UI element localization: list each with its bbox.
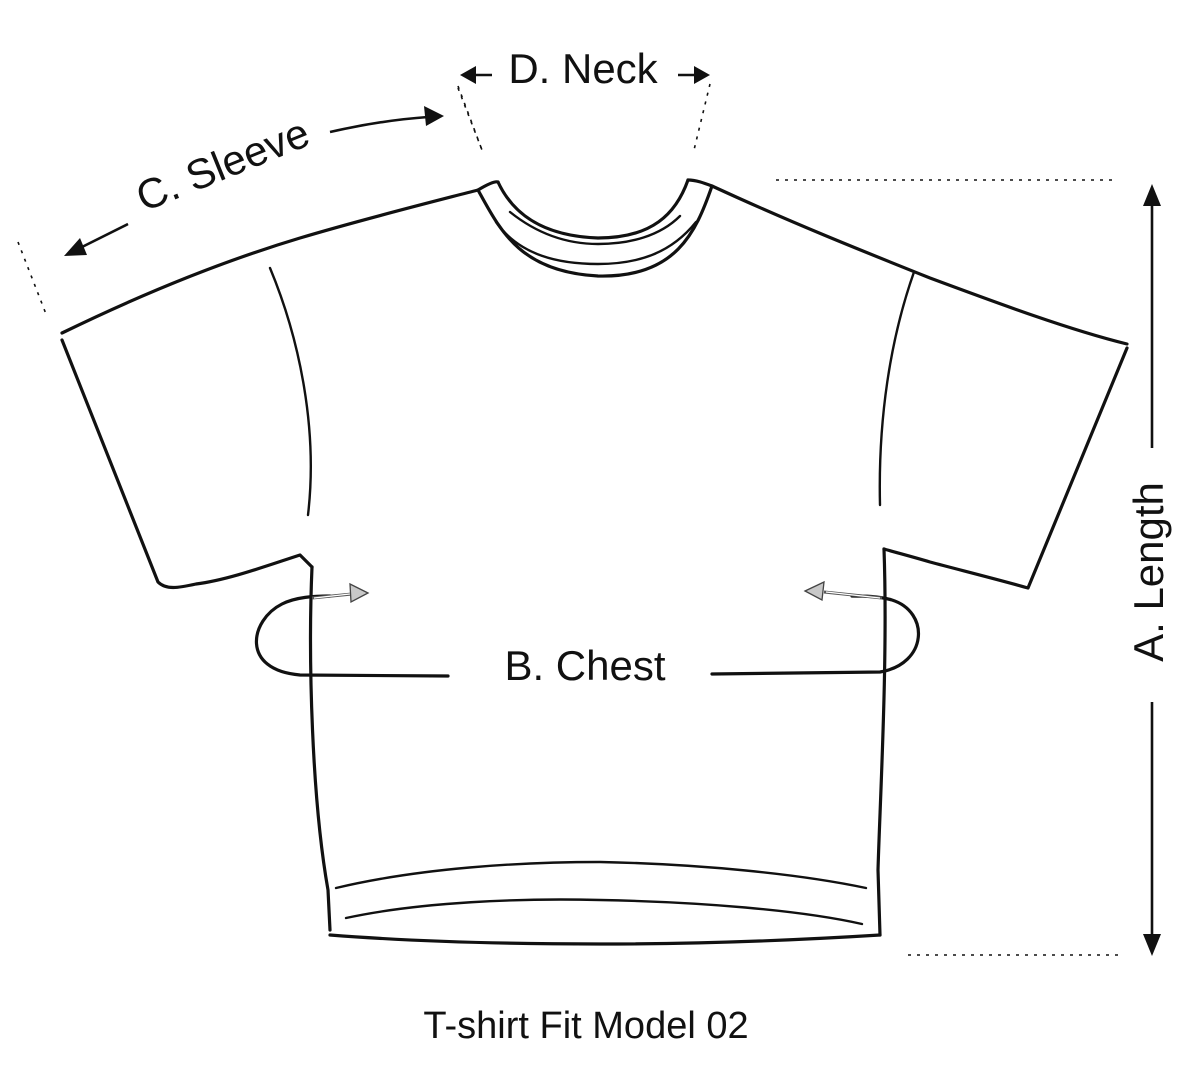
sleeve-label: C. Sleeve — [129, 109, 315, 221]
chest-arrow-right-highlight — [825, 591, 881, 599]
diagram-caption: T-shirt Fit Model 02 — [423, 1005, 748, 1047]
collar-inner-edge — [496, 178, 690, 240]
collar-top-right — [686, 178, 714, 188]
chest-loop-left — [254, 594, 450, 678]
bottom-hem — [328, 933, 882, 946]
collar-rib-1 — [508, 210, 682, 246]
hem-stitch-upper — [334, 860, 868, 890]
left-body-side — [308, 565, 332, 932]
sleeve-line-lower — [79, 222, 129, 250]
sleeve-outer-guide — [17, 241, 47, 315]
length-dimension: A. Length — [776, 179, 1172, 956]
right-sleeve-outline — [882, 346, 1129, 590]
right-shoulder-line — [710, 184, 1129, 346]
chest-loop-right — [710, 594, 920, 676]
collar-top-left — [476, 180, 500, 192]
right-body-side — [876, 547, 887, 937]
length-label: A. Length — [1125, 482, 1172, 662]
right-armhole-seam — [878, 270, 916, 507]
neck-arrow-right-icon — [694, 66, 710, 84]
sleeve-dimension: C. Sleeve — [17, 85, 483, 315]
sleeve-arrow-in-icon — [424, 106, 444, 126]
collar-outer — [476, 184, 714, 278]
length-arrow-down-icon — [1143, 934, 1161, 956]
chest-arrow-left-pointing-icon — [803, 580, 825, 602]
neck-arrow-left-icon — [460, 66, 476, 84]
sleeve-arrow-out-icon — [64, 238, 87, 256]
length-arrow-up-icon — [1143, 184, 1161, 206]
chest-dimension: B. Chest — [254, 580, 920, 689]
left-sleeve-outline — [60, 338, 314, 590]
left-shoulder-line — [60, 188, 480, 335]
collar-rib-2 — [494, 220, 698, 266]
neck-right-guide — [693, 83, 711, 151]
chest-label: B. Chest — [504, 642, 665, 689]
left-armhole-seam — [268, 266, 312, 517]
neck-dimension: D. Neck — [457, 45, 711, 151]
tshirt-outline — [60, 184, 1129, 946]
chest-arrow-right-pointing-icon — [349, 582, 370, 604]
sleeve-line-upper — [329, 115, 429, 134]
collar — [476, 178, 714, 278]
hem-stitch-lower — [344, 898, 864, 926]
chest-arrow-left-highlight — [313, 593, 351, 599]
neck-left-guide — [457, 87, 483, 151]
neck-label: D. Neck — [508, 45, 658, 92]
